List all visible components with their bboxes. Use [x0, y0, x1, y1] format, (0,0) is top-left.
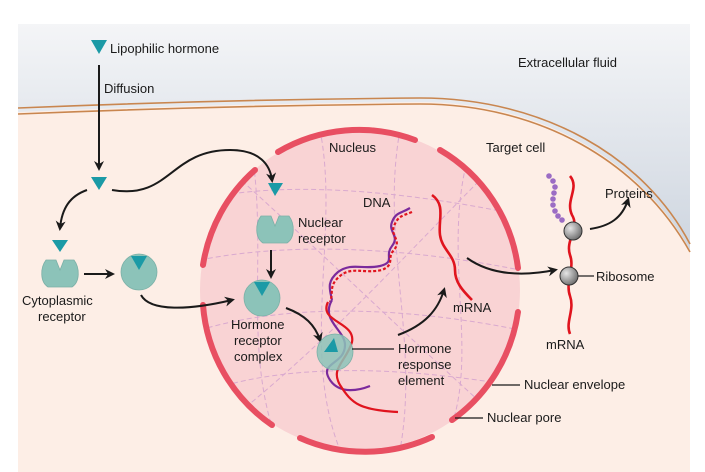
hre-hormone-icon [324, 338, 338, 352]
nuclear-envelope [200, 126, 521, 455]
hormone-receptor-complex-icon [243, 279, 281, 317]
nuclear-mrna [431, 193, 473, 301]
nuclear-hormone-icon [268, 183, 283, 196]
bound-hormone-icon [131, 256, 147, 270]
cytoplasm-hormone-icon [91, 177, 107, 190]
nucleus-label: Nucleus [329, 140, 376, 155]
hormone-label: Lipophilic hormone [110, 41, 219, 56]
ribosome-icon [559, 266, 579, 286]
ribosome-translating-icon [563, 221, 583, 241]
complex-hormone-icon [254, 282, 270, 296]
plasma-membrane-inner [17, 103, 691, 253]
plasma-membrane-outer [17, 97, 691, 245]
mrna-export-arrow [466, 257, 558, 277]
hormone-icon [91, 40, 107, 54]
cytoplasmic-mrna-label: mRNA [546, 337, 585, 352]
extracellular-label: Extracellular fluid [518, 55, 617, 70]
nuclear-receptor-label-1: Nuclear [298, 215, 343, 230]
cytoplasmic-receptor-label-1: Cytoplasmic [22, 293, 93, 308]
nuclear-mrna-label: mRNA [453, 300, 492, 315]
protein-chain [546, 173, 565, 223]
ribosome-label: Ribosome [596, 269, 655, 284]
target-cell-label: Target cell [486, 140, 545, 155]
diffusion-label: Diffusion [104, 81, 154, 96]
nuclear-receptor-icon [256, 215, 294, 244]
proteins-label: Proteins [605, 186, 653, 201]
cytoplasmic-receptor-icon [41, 259, 79, 288]
dna-label: DNA [363, 195, 391, 210]
arrow-to-nucleus [111, 148, 277, 193]
complex-label-3: complex [234, 349, 283, 364]
bound-cytoplasmic-receptor-icon [120, 253, 158, 291]
arrow-complex-to-nucleus [140, 294, 235, 309]
nuclear-envelope-label: Nuclear envelope [524, 377, 625, 392]
hre-label-3: element [398, 373, 445, 388]
cytoplasmic-receptor-label-2: receptor [38, 309, 86, 324]
hre-label-2: response [398, 357, 451, 372]
hormone-icon-unbound [52, 240, 68, 252]
proteins-arrow [589, 197, 631, 230]
complex-label-1: Hormone [231, 317, 284, 332]
transcription-arrow [397, 287, 447, 336]
chromatin-mesh [200, 130, 520, 450]
cytoplasmic-mrna [567, 175, 576, 335]
nuclear-receptor-label-2: receptor [298, 231, 346, 246]
nuclear-pore-label: Nuclear pore [487, 410, 561, 425]
complex-label-2: receptor [234, 333, 282, 348]
arrow-complex-to-dna [285, 307, 323, 343]
arrow-to-cytoplasmic-receptor [55, 189, 88, 231]
hre-label-1: Hormone [398, 341, 451, 356]
